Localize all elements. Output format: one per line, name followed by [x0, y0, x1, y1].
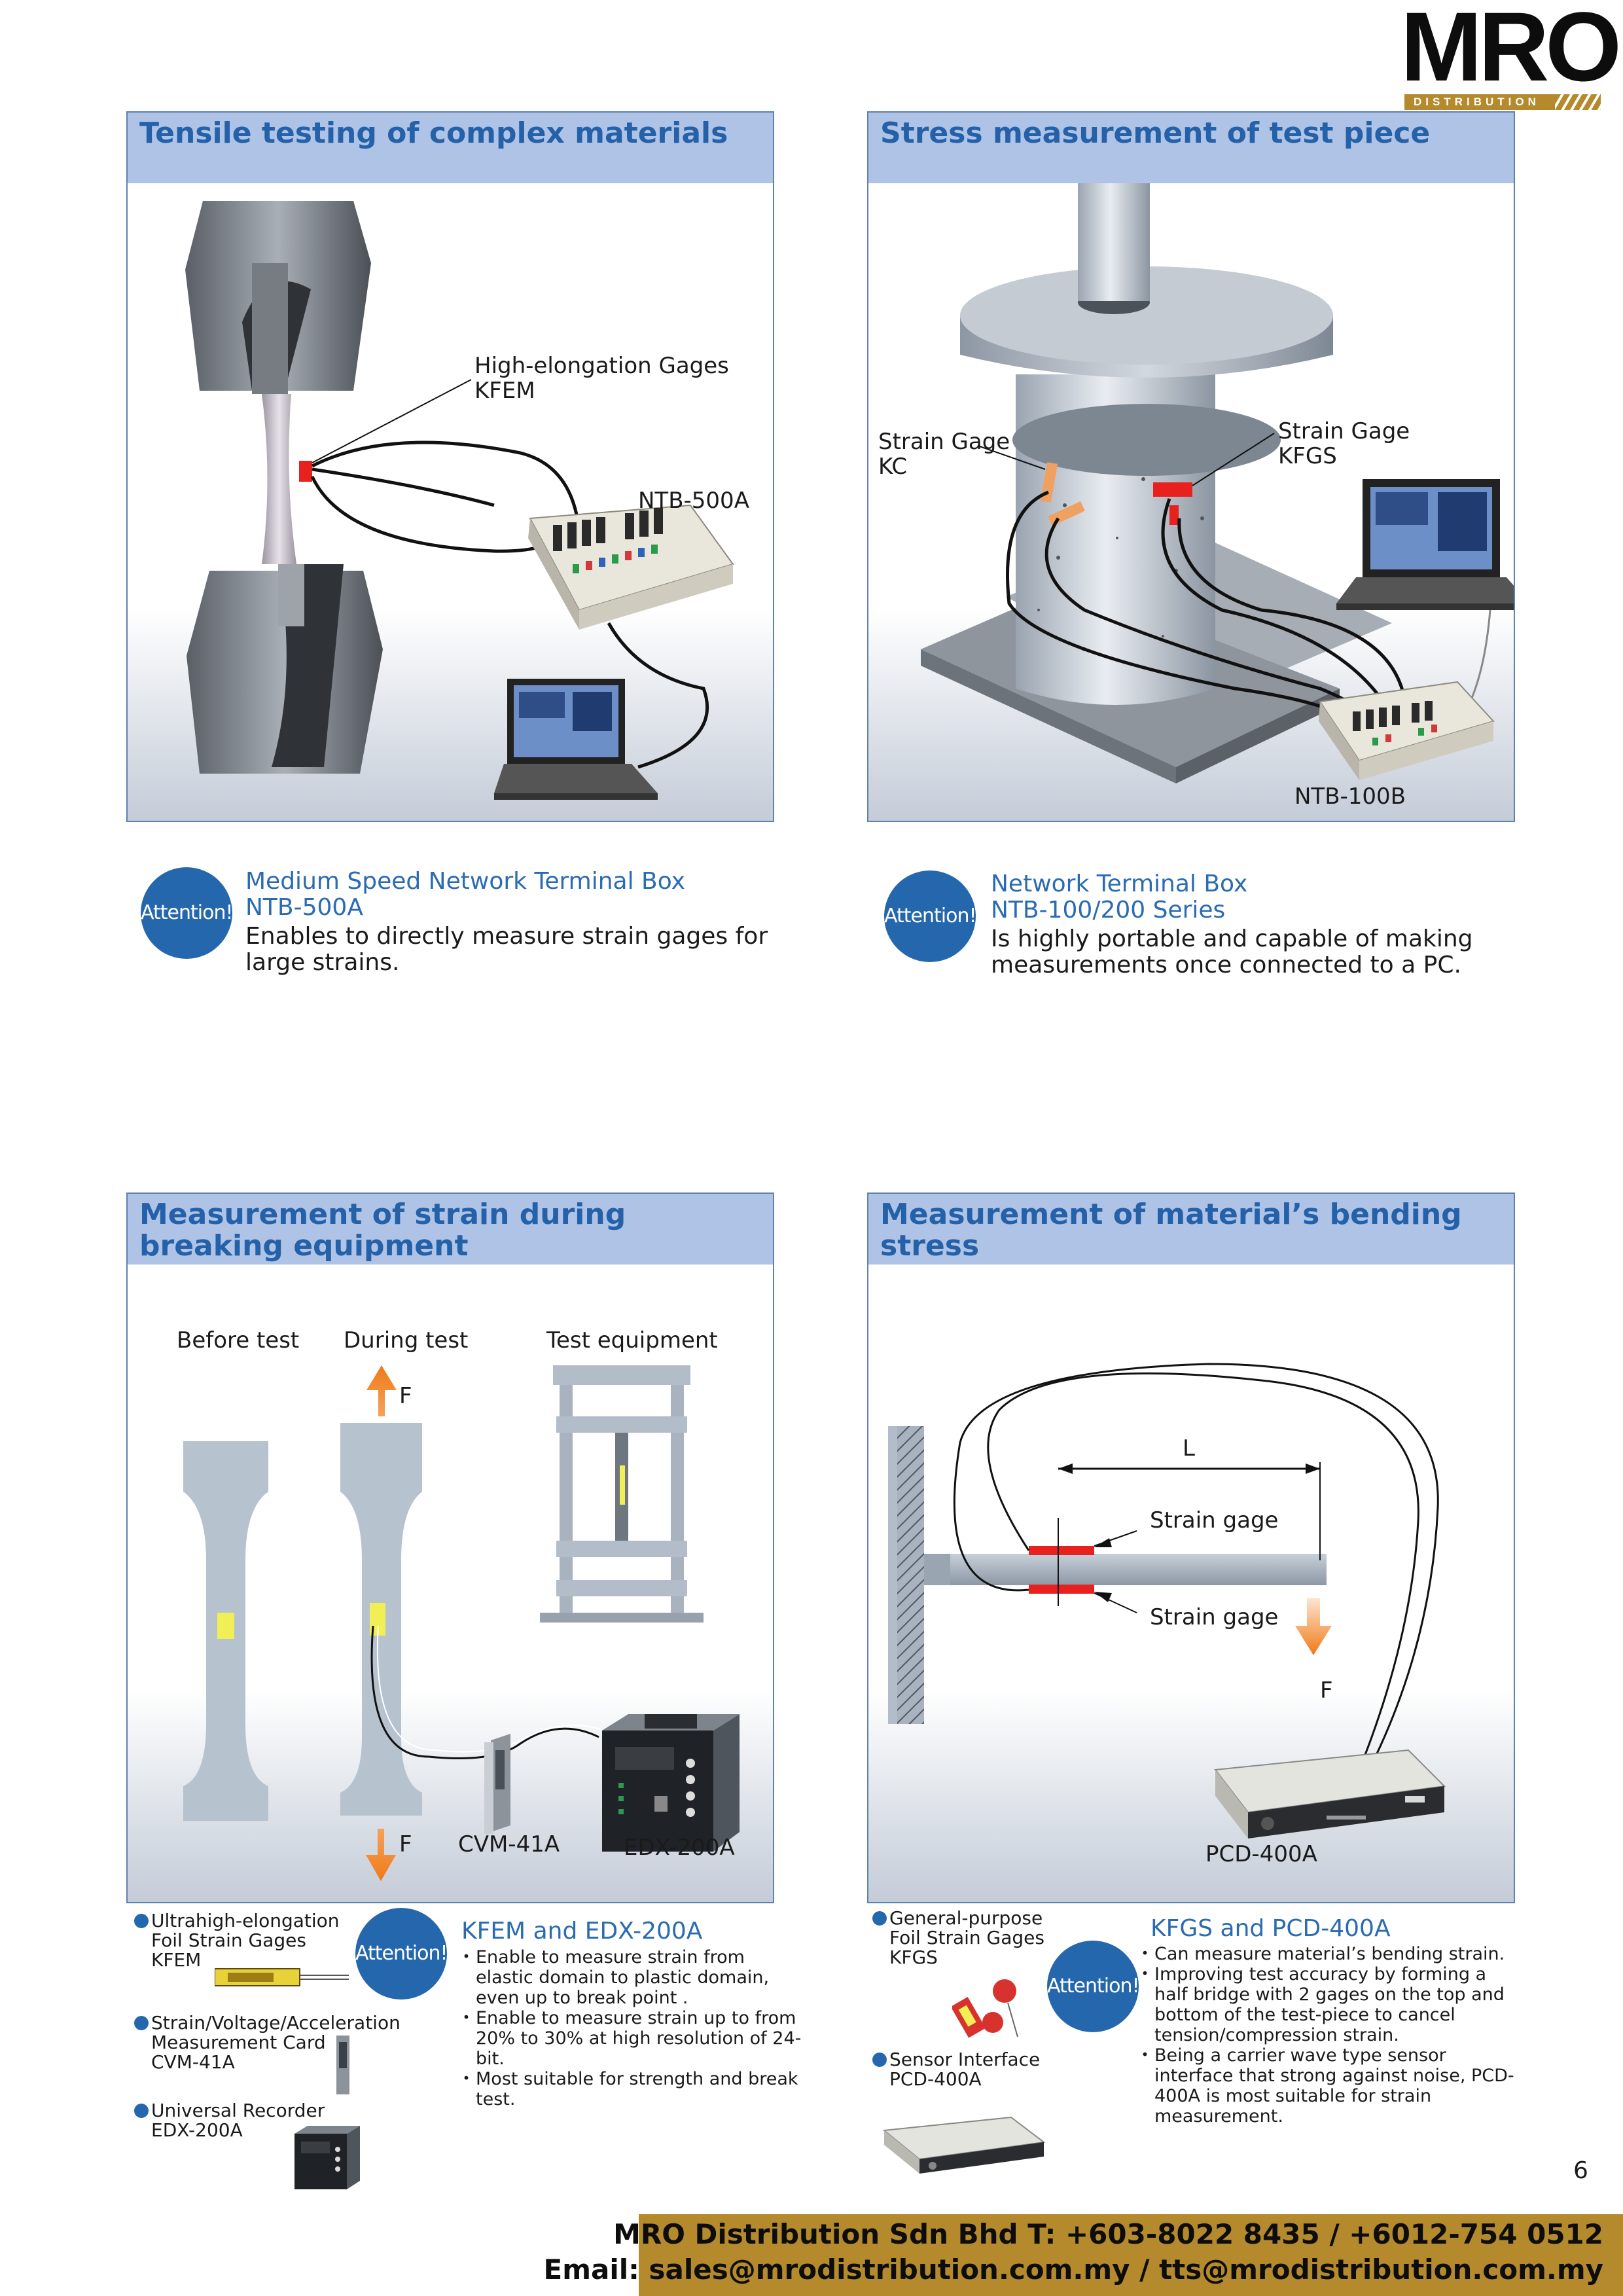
tensile-illustration — [185, 201, 734, 800]
force-arrow-up — [366, 1365, 397, 1416]
product-kfem-text: Ultrahigh-elongation Foil Strain Gages K… — [151, 1910, 340, 1971]
product-edx-200a: Universal Recorder EDX-200A — [134, 2101, 325, 2140]
panel-header: Tensile testing of complex materials — [128, 113, 773, 183]
bullet-item: Improving test accuracy by forming a hal… — [1136, 1964, 1520, 2045]
attention-badge: Attention! — [884, 870, 976, 962]
attention-ntb100-title: Network Terminal Box NTB-100/200 Series — [991, 870, 1248, 924]
bullet-dot — [872, 1911, 887, 1926]
attention-kfem-title: KFEM and EDX-200A — [461, 1918, 703, 1945]
attention-kfem-bullets: Enable to measure strain from elastic do… — [457, 1947, 802, 2109]
breaking-illustration — [183, 1365, 740, 1881]
bending-illustration — [888, 1363, 1446, 1839]
force-arrow-down — [1295, 1598, 1332, 1655]
panel-bending: Measurement of material’s bending stress — [867, 1193, 1515, 1903]
attention-kfgs-bullets: Can measure material’s bending strain. I… — [1136, 1944, 1520, 2126]
label-ntb-500a: NTB-500A — [638, 488, 749, 514]
page-number: 6 — [1573, 2157, 1588, 2184]
label-cvm-41a: CVM-41A — [458, 1831, 560, 1857]
product-kfgs: General-purpose Foil Strain Gages KFGS — [872, 1909, 1044, 1967]
fixed-wall — [895, 1426, 924, 1724]
kfgs-gage-image — [952, 1979, 1018, 2038]
label-force: F — [1320, 1677, 1333, 1704]
label-l: L — [1183, 1435, 1195, 1462]
panel-title: Stress measurement of test piece — [880, 117, 1431, 150]
bullet-dot — [134, 1914, 149, 1928]
kfgs-gage — [1153, 482, 1192, 497]
bullet-dot — [872, 2053, 887, 2067]
attention-ntb500-title: Medium Speed Network Terminal Box NTB-50… — [245, 868, 685, 921]
mro-logo: MRO DISTRIBUTION — [1400, 0, 1622, 110]
bullet-item: Most suitable for strength and break tes… — [457, 2069, 802, 2109]
attention-ntb500-body: Enables to directly measure strain gages… — [245, 923, 768, 976]
label-before-test: Before test — [177, 1327, 300, 1354]
force-arrow-down — [366, 1829, 396, 1881]
bullet-item: Being a carrier wave type sensor interfa… — [1136, 2045, 1520, 2126]
cvm-41a-card — [484, 1734, 510, 1834]
panel-title: Measurement of strain during breaking eq… — [139, 1198, 626, 1263]
laptop — [494, 679, 658, 800]
attention-badge: Attention! — [141, 867, 233, 959]
edx-200a-image — [294, 2126, 360, 2189]
bullet-item: Can measure material’s bending strain. — [1136, 1944, 1520, 1964]
strain-gage-top — [1029, 1546, 1094, 1555]
product-pcd-text: Sensor Interface PCD-400A — [889, 2049, 1041, 2090]
label-strain-gage-bottom: Strain gage — [1150, 1604, 1279, 1630]
attention-badge: Attention! — [1047, 1941, 1139, 2032]
attention-ntb100-body: Is highly portable and capable of making… — [991, 925, 1473, 978]
ntb-100b-device — [1319, 681, 1495, 780]
pcd-400a-image — [882, 2116, 1046, 2174]
laptop — [1336, 479, 1514, 610]
ntb-500a-device — [528, 504, 734, 630]
panel-title: Measurement of material’s bending stress — [880, 1198, 1462, 1263]
panel-breaking: Measurement of strain during breaking eq… — [126, 1193, 774, 1903]
panel-stress: Stress measurement of test piece — [867, 111, 1515, 822]
kfem-gage — [299, 461, 312, 482]
label-force-bottom: F — [399, 1831, 412, 1857]
attention-badge: Attention! — [355, 1908, 448, 2000]
pcd-400a-device — [1214, 1749, 1446, 1839]
panel-tensile: Tensile testing of complex materials — [126, 111, 774, 822]
panel-title: Tensile testing of complex materials — [139, 117, 728, 150]
product-kfem: Ultrahigh-elongation Foil Strain Gages K… — [134, 1911, 340, 1970]
label-kfgs: Strain Gage KFGS — [1278, 418, 1410, 469]
panel-header: Stress measurement of test piece — [868, 113, 1514, 183]
label-force-top: F — [399, 1383, 412, 1409]
label-pcd-400a: PCD-400A — [1205, 1841, 1317, 1867]
label-test-equipment: Test equipment — [546, 1327, 718, 1354]
label-strain-gage-top: Strain gage — [1150, 1507, 1279, 1534]
bullet-item: Enable to measure strain from elastic do… — [457, 1947, 802, 2008]
contact-footer: MRO Distribution Sdn Bhd T: +603-8022 84… — [544, 2214, 1623, 2296]
product-pcd-400a: Sensor Interface PCD-400A — [872, 2050, 1040, 2089]
logo-stripes — [1555, 94, 1601, 110]
attention-kfgs-title: KFGS and PCD-400A — [1150, 1915, 1391, 1942]
kfem-gage-image — [215, 1968, 349, 1986]
product-edx-text: Universal Recorder EDX-200A — [151, 2100, 325, 2141]
logo-text: MRO — [1400, 0, 1622, 101]
edx-200a-device — [602, 1714, 740, 1852]
product-cvm-41a: Strain/Voltage/Acceleration Measurement … — [134, 2013, 401, 2072]
strain-gage-bottom — [1029, 1585, 1094, 1594]
loading-piston — [1078, 183, 1150, 301]
footer-phone: MRO Distribution Sdn Bhd T: +603-8022 84… — [613, 2218, 1603, 2250]
label-during-test: During test — [344, 1327, 469, 1354]
footer-email: Email: sales@mrodistribution.com.my / tt… — [543, 2253, 1603, 2286]
label-edx-200a: EDX-200A — [624, 1835, 735, 1861]
label-ntb-100b: NTB-100B — [1294, 783, 1406, 810]
stress-illustration — [921, 183, 1514, 783]
bullet-dot — [134, 2104, 149, 2118]
panel-header: Measurement of strain during breaking eq… — [128, 1194, 773, 1265]
specimen — [262, 394, 296, 564]
panel-header: Measurement of material’s bending stress — [868, 1194, 1514, 1265]
label-kc: Strain Gage KC — [878, 429, 1010, 480]
product-cvm-text: Strain/Voltage/Acceleration Measurement … — [151, 2012, 401, 2073]
bullet-item: Enable to measure strain up to from 20% … — [457, 2008, 802, 2069]
test-equipment — [540, 1365, 704, 1623]
label-kfem: High-elongation Gages KFEM — [474, 353, 729, 404]
cvm-41a-image — [336, 2036, 349, 2094]
cantilever-beam — [950, 1554, 1327, 1585]
product-kfgs-text: General-purpose Foil Strain Gages KFGS — [889, 1907, 1044, 1968]
bullet-dot — [134, 2016, 149, 2030]
